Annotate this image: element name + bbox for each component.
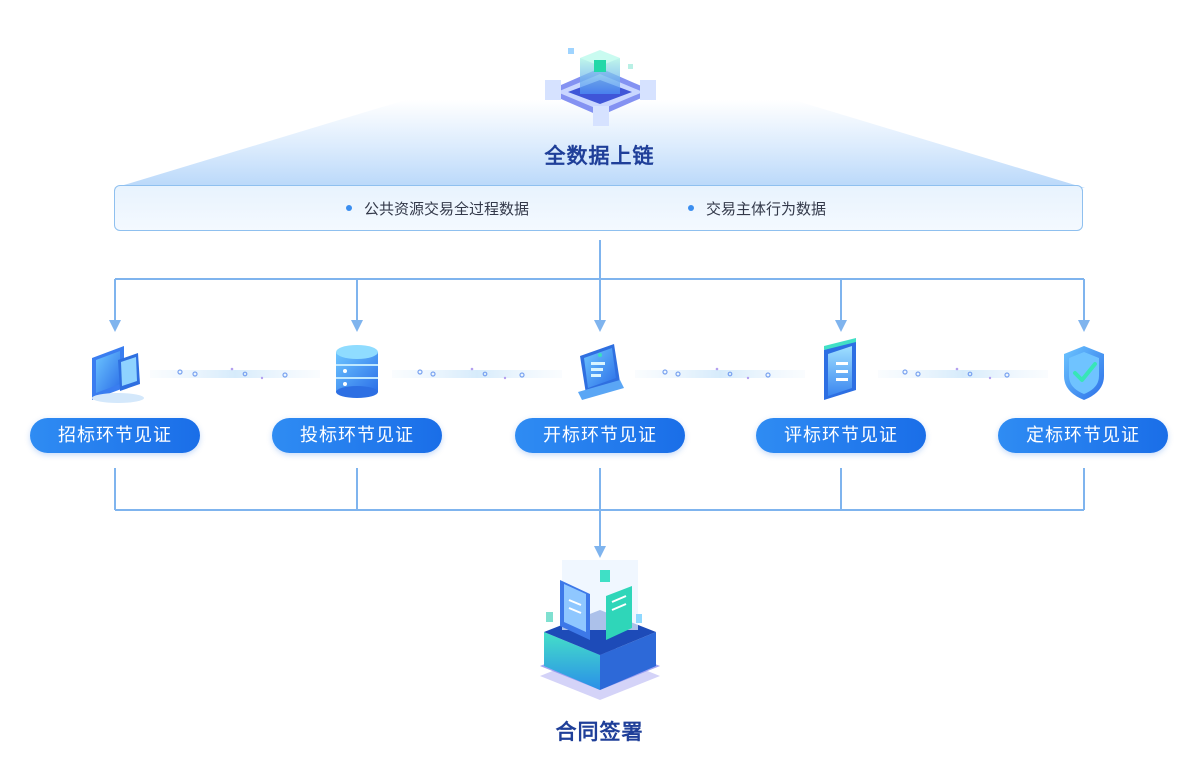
top-title: 全数据上链 [544,144,655,168]
data-item-1: 公共资源交易全过程数据 [346,198,529,219]
document-stack-icon [824,338,856,400]
stage-button-evaluation[interactable]: 评标环节见证 [756,418,926,453]
shield-check-icon [1064,346,1104,400]
computer-icon [578,344,624,400]
database-icon [336,345,378,398]
bullet-dot-icon [688,204,694,211]
stage-button-tendering[interactable]: 投标环节见证 [272,418,442,453]
stage-button-bidding[interactable]: 招标环节见证 [30,418,200,453]
merge-lines [114,468,1085,546]
contract-box-icon [540,560,660,700]
stage-button-award[interactable]: 定标环节见证 [998,418,1168,453]
data-item-2: 交易主体行为数据 [688,198,826,219]
arrow-down-icon [109,279,1090,332]
tablet-devices-icon [92,346,144,403]
stage-button-opening[interactable]: 开标环节见证 [515,418,685,453]
dotted-link-lines [150,367,1048,380]
bottom-title: 合同签署 [555,720,644,744]
bullet-dot-icon [346,204,352,211]
arrow-down-icon [594,546,606,558]
data-scope-bar [114,185,1083,231]
